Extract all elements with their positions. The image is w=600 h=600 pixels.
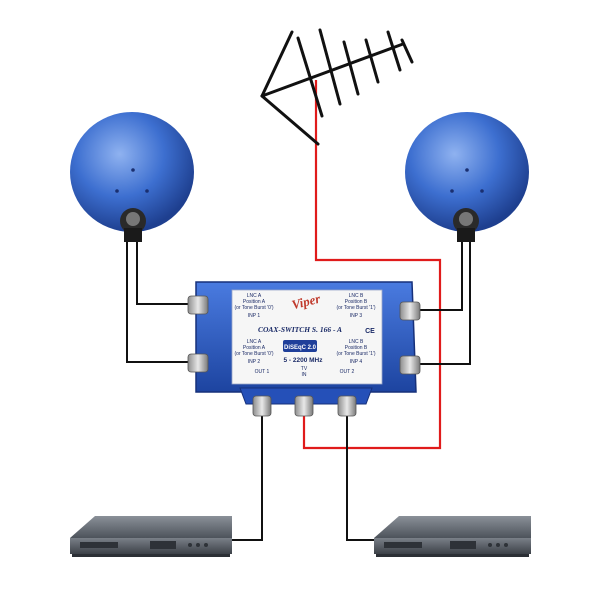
right-dish-cable-inp4 xyxy=(406,242,471,365)
inp3-label: INP 3 xyxy=(350,313,363,319)
satellite-receiver-icon xyxy=(374,516,531,557)
lnb-b-bottom-line2: Position B xyxy=(345,345,368,351)
coax-switch-icon xyxy=(187,281,421,417)
in-label: IN xyxy=(302,372,307,378)
ce-mark: CE xyxy=(365,328,375,335)
lnb-a-top-line3: (or Tone Burst '0') xyxy=(234,305,273,311)
lnb-b-top-line1: LNC B xyxy=(349,293,364,299)
diseqc-logo-text: DiSEqC 2.0 xyxy=(284,345,317,351)
out2-label: OUT 2 xyxy=(340,369,355,375)
lnb-b-bottom-line3: (or Tone Burst '1') xyxy=(336,351,375,357)
inp1-label: INP 1 xyxy=(248,313,261,319)
lnb-b-top-line2: Position B xyxy=(345,299,368,305)
lnb-a-top-line1: LNC A xyxy=(247,293,262,299)
right-dish-cable-inp3 xyxy=(406,242,463,311)
diseqc-logo-icon: DiSEqC 2.0 xyxy=(283,340,317,352)
left-dish-cable-inp1 xyxy=(136,242,204,305)
satellite-dish-icon xyxy=(405,112,529,242)
lnb-b-bottom-line1: LNC B xyxy=(349,339,364,345)
out2-cable xyxy=(346,414,385,541)
satellite-receiver-icon xyxy=(70,516,232,557)
lnb-a-bottom-line3: (or Tone Burst '0') xyxy=(234,351,273,357)
left-dish-cable-inp2 xyxy=(126,242,204,363)
brand-logo: Viper xyxy=(290,291,323,313)
inp4-label: INP 4 xyxy=(350,359,363,365)
out1-cable xyxy=(220,414,263,541)
inp2-label: INP 2 xyxy=(248,359,261,365)
tv-antenna-icon xyxy=(260,28,414,146)
out1-label: OUT 1 xyxy=(255,369,270,375)
antenna-cable xyxy=(302,80,442,450)
frequency-range: 5 - 2200 MHz xyxy=(283,357,323,364)
lnb-b-top-line3: (or Tone Burst '1') xyxy=(336,305,375,311)
lnb-a-bottom-line1: LNC A xyxy=(247,339,262,345)
model-name: COAX-SWITCH S. 166 - A xyxy=(258,325,342,334)
cables xyxy=(126,80,471,541)
satellite-dish-icon xyxy=(70,112,194,242)
lnb-a-bottom-line2: Position A xyxy=(243,345,266,351)
tv-label: TV xyxy=(301,366,308,372)
lnb-a-top-line2: Position A xyxy=(243,299,266,305)
